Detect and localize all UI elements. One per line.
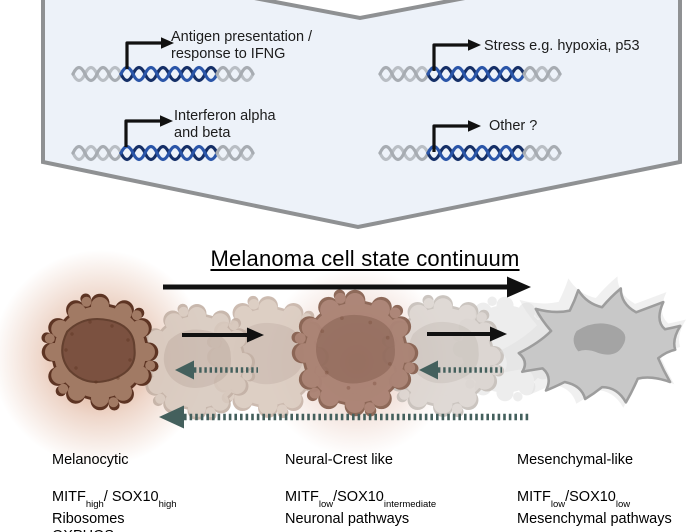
state-column-melanocytic: Melanocytic MITFhigh/ SOX10high Ribosome… (52, 452, 177, 532)
state-markers: MITFlow/SOX10intermediate (285, 489, 437, 510)
continuum-title: Melanoma cell state continuum (210, 246, 520, 271)
gene-label-line: Stress e.g. hypoxia, p53 (484, 38, 640, 54)
state-name: Mesenchymal-like (517, 452, 634, 468)
state-pathway: Mesenchymal pathways (517, 510, 672, 527)
state-name: Melanocytic (52, 452, 129, 468)
state-column-neural-crest: Neural-Crest like MITFlow/SOX10intermedi… (285, 452, 436, 528)
gene-module-label-other: Other ? (489, 118, 537, 135)
mesenchymal-cell (499, 276, 687, 408)
mesenchymal-nucleus (573, 323, 626, 355)
state-pathway: Ribosomes (52, 510, 125, 527)
state-column-mesenchymal: Mesenchymal-like MITFlow/SOX10low Mesenc… (517, 452, 672, 528)
state-markers: MITFhigh/ SOX10high (52, 489, 177, 510)
gene-label-line: Other ? (489, 118, 538, 134)
state-pathway: OXPHOS (52, 528, 177, 532)
gene-label-line: and beta (174, 125, 231, 141)
gene-module-label-interferon: Interferon alpha and beta (174, 108, 276, 142)
state-markers: MITFlow/SOX10low (517, 489, 631, 510)
gene-module-label-stress: Stress e.g. hypoxia, p53 (484, 38, 640, 55)
state-name: Neural-Crest like (285, 452, 393, 468)
reverse-dashed-arrow-icon (419, 360, 502, 380)
neural-crest-cell (291, 289, 419, 417)
forward-arrow-icon (427, 326, 507, 342)
gene-label-line: response to IFNG (171, 46, 286, 62)
melanocytic-cell (41, 293, 159, 411)
reverse-dashed-arrow-icon (175, 360, 258, 380)
long-reverse-dashed-arrow (159, 405, 530, 429)
state-pathway: Neuronal pathways (285, 510, 410, 527)
promoter-banner (41, 0, 682, 230)
gene-module-label-antigen: Antigen presentation / response to IFNG (171, 29, 312, 63)
forward-arrow-icon (182, 327, 264, 343)
state-continuum-arrow (163, 276, 531, 298)
gene-label-line: Antigen presentation / (171, 29, 313, 45)
gene-label-line: Interferon alpha (174, 108, 276, 124)
